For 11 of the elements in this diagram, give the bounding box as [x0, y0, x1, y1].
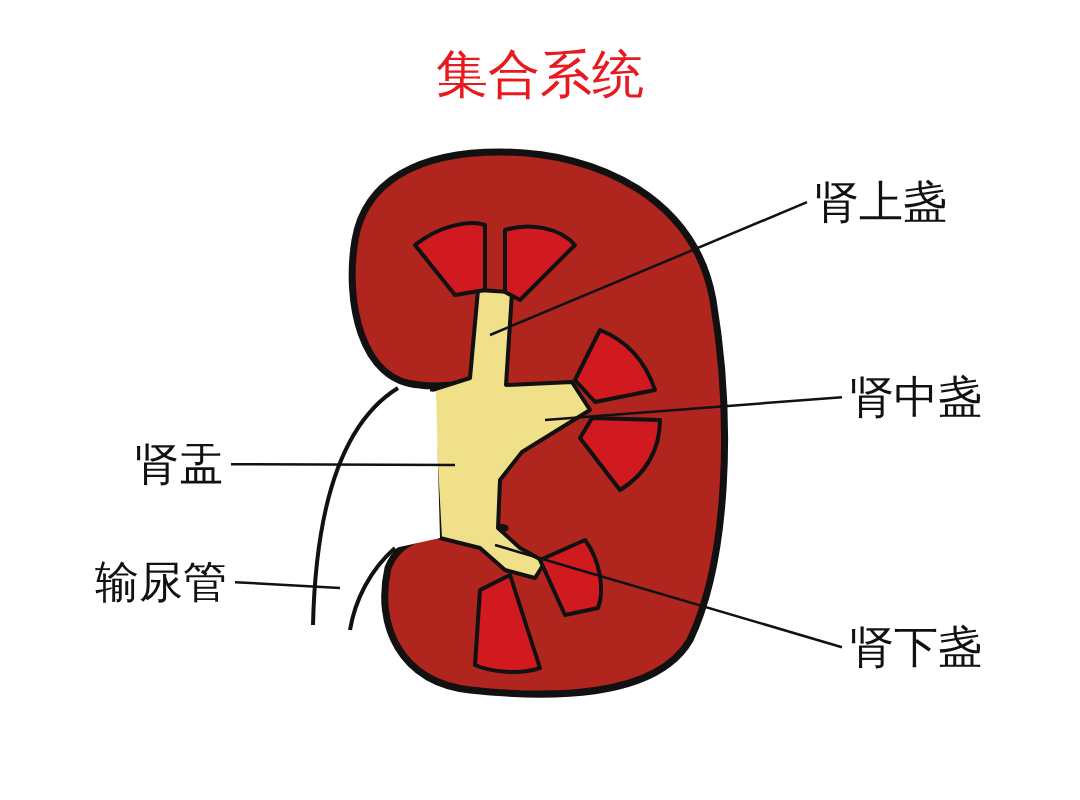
part-label: 肾中盏 [850, 373, 982, 422]
part-label: 输尿管 [95, 558, 227, 607]
leader-line [231, 462, 455, 467]
part-label: 肾上盏 [815, 178, 947, 227]
leader-line [494, 543, 843, 649]
part-label: 肾下盏 [850, 623, 982, 672]
part-label: 肾盂 [135, 440, 223, 489]
leader-line [544, 395, 843, 422]
diagram-title: 集合系统 [435, 43, 645, 106]
leader-line [234, 580, 341, 590]
leader-line [489, 201, 808, 337]
